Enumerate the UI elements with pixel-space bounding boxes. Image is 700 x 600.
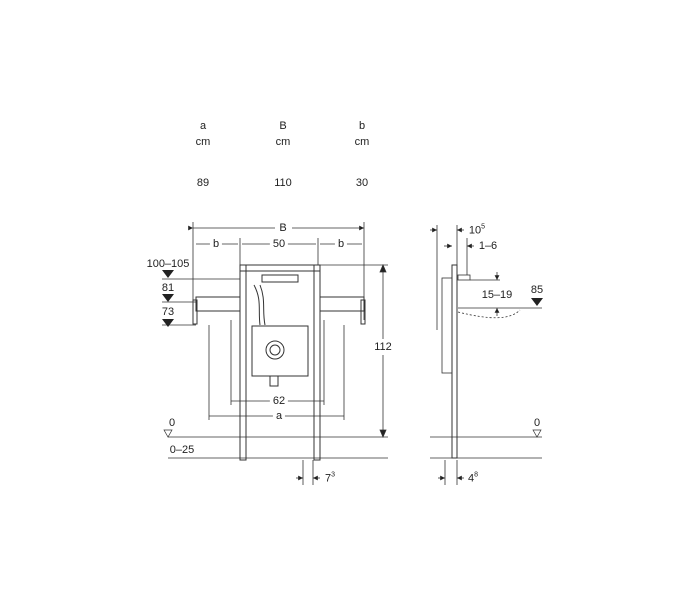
height-85: 85 [530, 284, 544, 296]
height-81: 81 [161, 282, 175, 294]
dim-4-base: 4 [467, 472, 475, 485]
side-view-lines [430, 225, 542, 485]
floor-range-0-25: 0–25 [169, 444, 195, 456]
table-header-a: a [199, 120, 207, 132]
level-triangle-85 [531, 298, 543, 306]
dim-1-6: 1–6 [478, 240, 498, 252]
dim-10-sup: 5 [481, 223, 486, 231]
dim-10-5: 105 [469, 224, 485, 237]
front-frame [192, 264, 366, 461]
table-unit-b: cm [354, 136, 370, 148]
floor-triangle-front [163, 429, 173, 438]
table-unit-B: cm [275, 136, 291, 148]
front-dimension-lines [162, 222, 388, 485]
table-header-b: b [358, 120, 366, 132]
table-value-a: 89 [196, 177, 210, 189]
level-markers [162, 270, 543, 327]
table-value-B: 110 [274, 177, 292, 189]
dim-50: 50 [269, 238, 289, 250]
table-header-B: B [279, 120, 287, 132]
floor-triangle-side [532, 429, 542, 438]
dim-7-3: 73 [325, 472, 335, 485]
dim-7-base: 7 [324, 472, 332, 485]
dim-4-sup: 8 [474, 471, 479, 479]
dim-4-8: 48 [468, 472, 478, 485]
dim-7-sup: 3 [331, 471, 336, 479]
dim-15-19: 15–19 [481, 289, 513, 301]
dim-a: a [272, 410, 286, 422]
level-triangle-81 [162, 294, 174, 302]
table-value-b: 30 [355, 177, 369, 189]
dim-10-base: 10 [468, 224, 482, 237]
level-triangle-100-105 [162, 270, 174, 278]
table-unit-a: cm [195, 136, 211, 148]
floor-level-0: 0 [168, 417, 176, 429]
dim-b-right: b [334, 238, 348, 250]
dim-B: B [276, 222, 290, 234]
side-floor-level-0: 0 [533, 417, 541, 429]
dim-62: 62 [269, 395, 289, 407]
dim-b-left: b [209, 238, 223, 250]
height-100-105: 100–105 [146, 258, 190, 270]
dim-112: 112 [374, 339, 392, 355]
height-73: 73 [161, 306, 175, 318]
level-triangle-73 [162, 319, 174, 327]
